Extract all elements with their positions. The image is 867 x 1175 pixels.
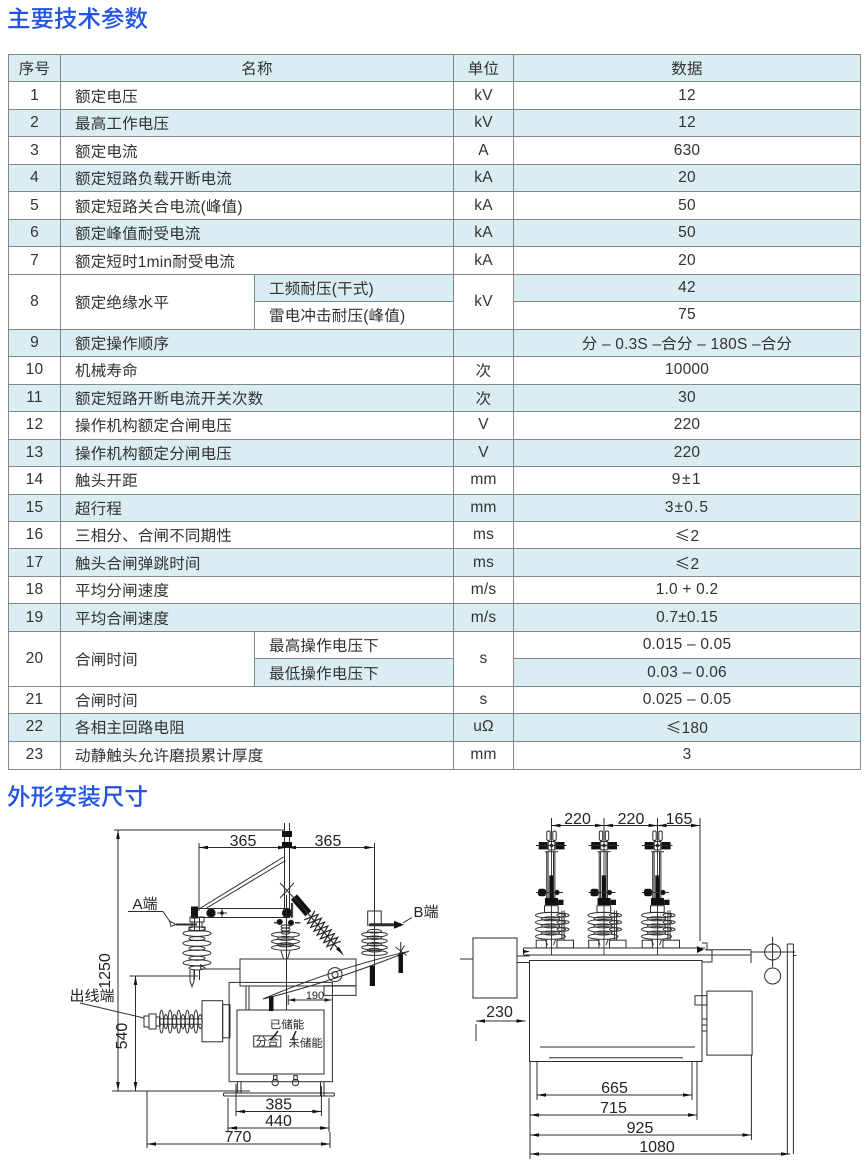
svg-text:分合: 分合: [256, 1036, 279, 1049]
svg-text:715: 715: [600, 1100, 627, 1117]
svg-text:385: 385: [265, 1097, 292, 1114]
svg-text:出线端: 出线端: [69, 988, 114, 1005]
svg-text:190: 190: [306, 990, 324, 1002]
svg-text:1080: 1080: [639, 1139, 675, 1156]
svg-text:未储能: 未储能: [288, 1037, 323, 1050]
svg-text:365: 365: [230, 833, 257, 850]
svg-text:B端: B端: [413, 904, 438, 921]
svg-text:770: 770: [225, 1129, 252, 1146]
svg-text:365: 365: [315, 833, 342, 850]
svg-text:665: 665: [601, 1080, 628, 1097]
svg-text:220: 220: [618, 811, 645, 828]
svg-text:440: 440: [265, 1113, 292, 1130]
svg-text:230: 230: [486, 1004, 513, 1021]
svg-text:165: 165: [666, 811, 693, 828]
svg-text:1250: 1250: [97, 953, 114, 989]
svg-text:925: 925: [627, 1120, 654, 1137]
svg-text:220: 220: [564, 811, 591, 828]
svg-text:A端: A端: [132, 896, 157, 913]
svg-text:已储能: 已储能: [270, 1019, 305, 1032]
svg-text:540: 540: [114, 1023, 131, 1050]
